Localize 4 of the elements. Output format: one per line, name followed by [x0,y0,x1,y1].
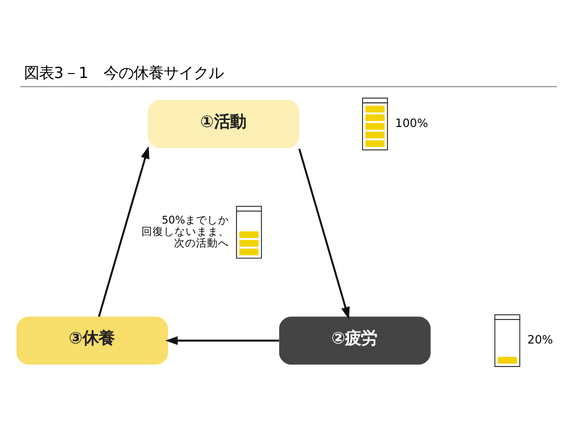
edge-label: 50%までしか回復しないまま、次の活動へ [142,214,230,249]
label: 100% [395,115,428,130]
diagram-title: 図表3－1 今の休養サイクル [24,63,224,82]
label: 20% [527,332,553,346]
